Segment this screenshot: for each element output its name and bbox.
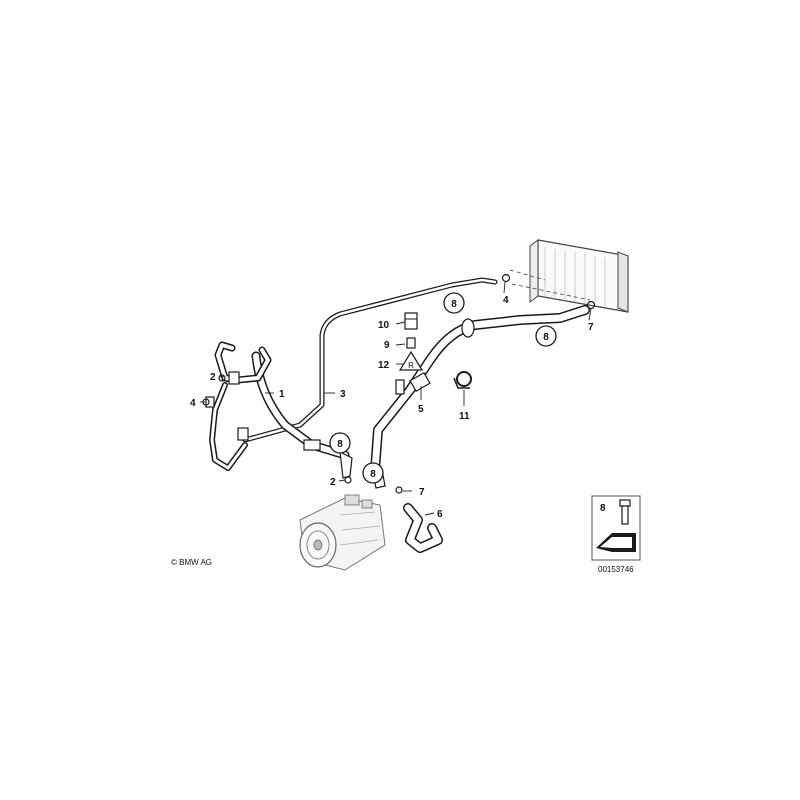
callout-4-right: 4 [503,295,509,306]
inset-bolt-box: 8 [591,495,641,561]
callout-8-center: 8 [337,439,343,450]
callout-9: 9 [384,340,390,351]
pipe-3 [242,277,498,443]
callout-2-lower: 2 [330,477,336,488]
callout-8-top: 8 [451,299,457,310]
callout-8-right: 8 [543,332,549,343]
valve-core-9 [406,337,416,349]
warning-label-12: R [398,350,424,371]
diagram-number: 00153746 [598,565,634,574]
callout-10: 10 [378,320,390,331]
hose-6 [403,503,443,553]
compressor [299,494,386,571]
callout-8-lower: 8 [370,469,376,480]
clamp-11 [453,371,472,389]
copyright-text: © BMW AG [171,558,212,567]
callout-1: 1 [279,389,285,400]
callout-2-upper: 2 [210,372,216,383]
leader-lines [200,281,592,516]
callout-7-lower: 7 [419,487,425,498]
callouts: 1 2 2 3 4 4 5 6 7 7 9 10 11 12 8 8 8 8 [190,292,594,520]
condenser [509,239,629,313]
sensor-10 [404,312,418,330]
callout-12: 12 [378,360,390,371]
pipe-1 [205,341,353,479]
svg-text:R: R [408,361,414,370]
callout-5: 5 [418,404,424,415]
callout-11: 11 [459,411,470,422]
inset-label: 8 [600,503,606,514]
callout-4-left: 4 [190,398,196,409]
callout-6: 6 [437,509,443,520]
callout-7-right: 7 [588,322,594,333]
callout-3: 3 [340,389,346,400]
